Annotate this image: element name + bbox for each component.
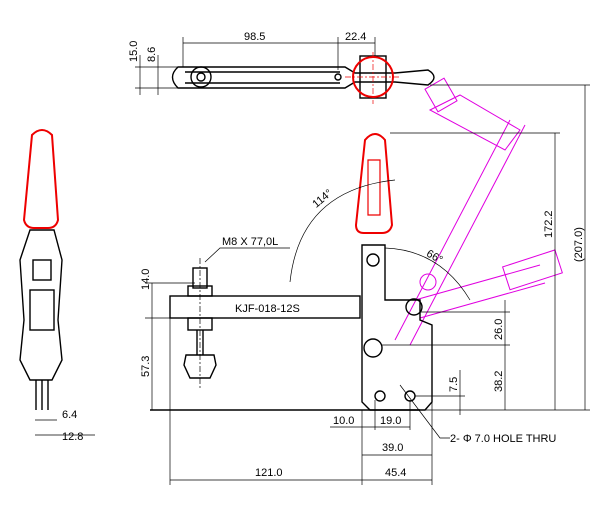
dim-arm-angle: 114° bbox=[310, 187, 335, 210]
dim-hole-height: 7.5 bbox=[448, 377, 460, 392]
side-view: 6.4 12.8 bbox=[19, 129, 95, 443]
handle-side bbox=[22, 129, 60, 229]
dim-spindle-height: 57.3 bbox=[140, 356, 152, 377]
dim-lower-pivot-height: 38.2 bbox=[493, 371, 505, 392]
dim-overall-height: (207.0) bbox=[573, 227, 585, 262]
dim-top-height: 15.0 bbox=[128, 41, 140, 62]
dim-hole-offset: 10.0 bbox=[333, 415, 354, 427]
dim-pivot-height: 26.0 bbox=[493, 319, 505, 340]
handle-front bbox=[354, 133, 394, 234]
dim-base-length: 45.4 bbox=[385, 467, 406, 479]
dim-hole-spacing: 19.0 bbox=[380, 415, 401, 427]
front-view: KJF-018-12S 114° 66° M8 X 77,0L 14.0 57.… bbox=[140, 84, 590, 485]
open-position bbox=[394, 94, 563, 346]
dim-bar-height: 14.0 bbox=[140, 269, 152, 290]
dim-handle-height: 172.2 bbox=[543, 210, 555, 238]
dim-side-inner: 6.4 bbox=[62, 409, 77, 421]
dim-base-width: 39.0 bbox=[382, 442, 403, 454]
top-view: 98.5 22.4 15.0 8.6 bbox=[128, 31, 458, 113]
dim-arm-length: 98.5 bbox=[244, 31, 265, 43]
dim-top-width: 8.6 bbox=[146, 47, 158, 62]
spindle-label: M8 X 77,0L bbox=[222, 236, 278, 248]
dim-reach: 121.0 bbox=[255, 467, 283, 479]
model-label: KJF-018-12S bbox=[235, 303, 300, 315]
hole-note: 2- Φ 7.0 HOLE THRU bbox=[450, 433, 556, 445]
clamp-bar bbox=[169, 295, 361, 319]
dim-side-outer: 12.8 bbox=[62, 431, 83, 443]
dim-pivot-offset: 22.4 bbox=[345, 31, 366, 43]
